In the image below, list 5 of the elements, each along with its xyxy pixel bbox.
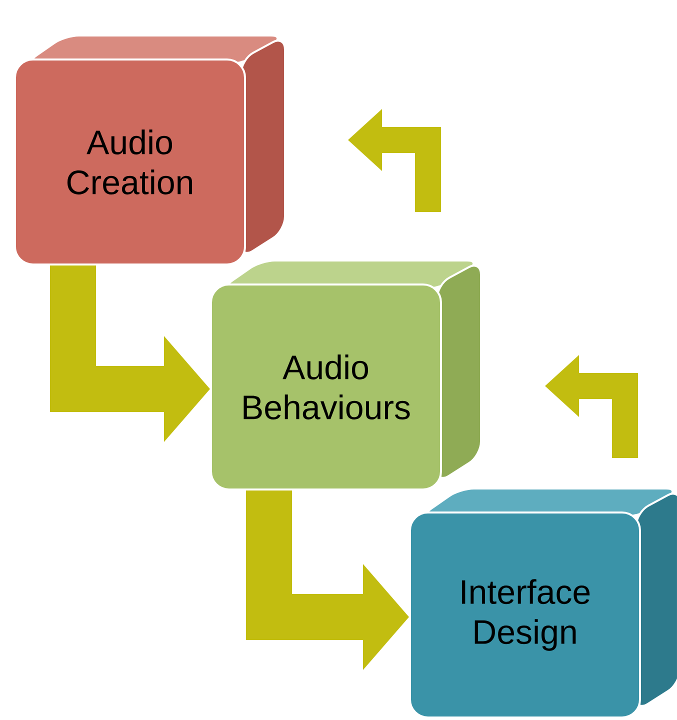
bent-arrow [50,266,210,442]
block: Audio Creation [14,34,286,266]
block: Interface Design [409,488,677,718]
block: Audio Behaviours [210,260,482,490]
bent-arrow [246,490,409,670]
